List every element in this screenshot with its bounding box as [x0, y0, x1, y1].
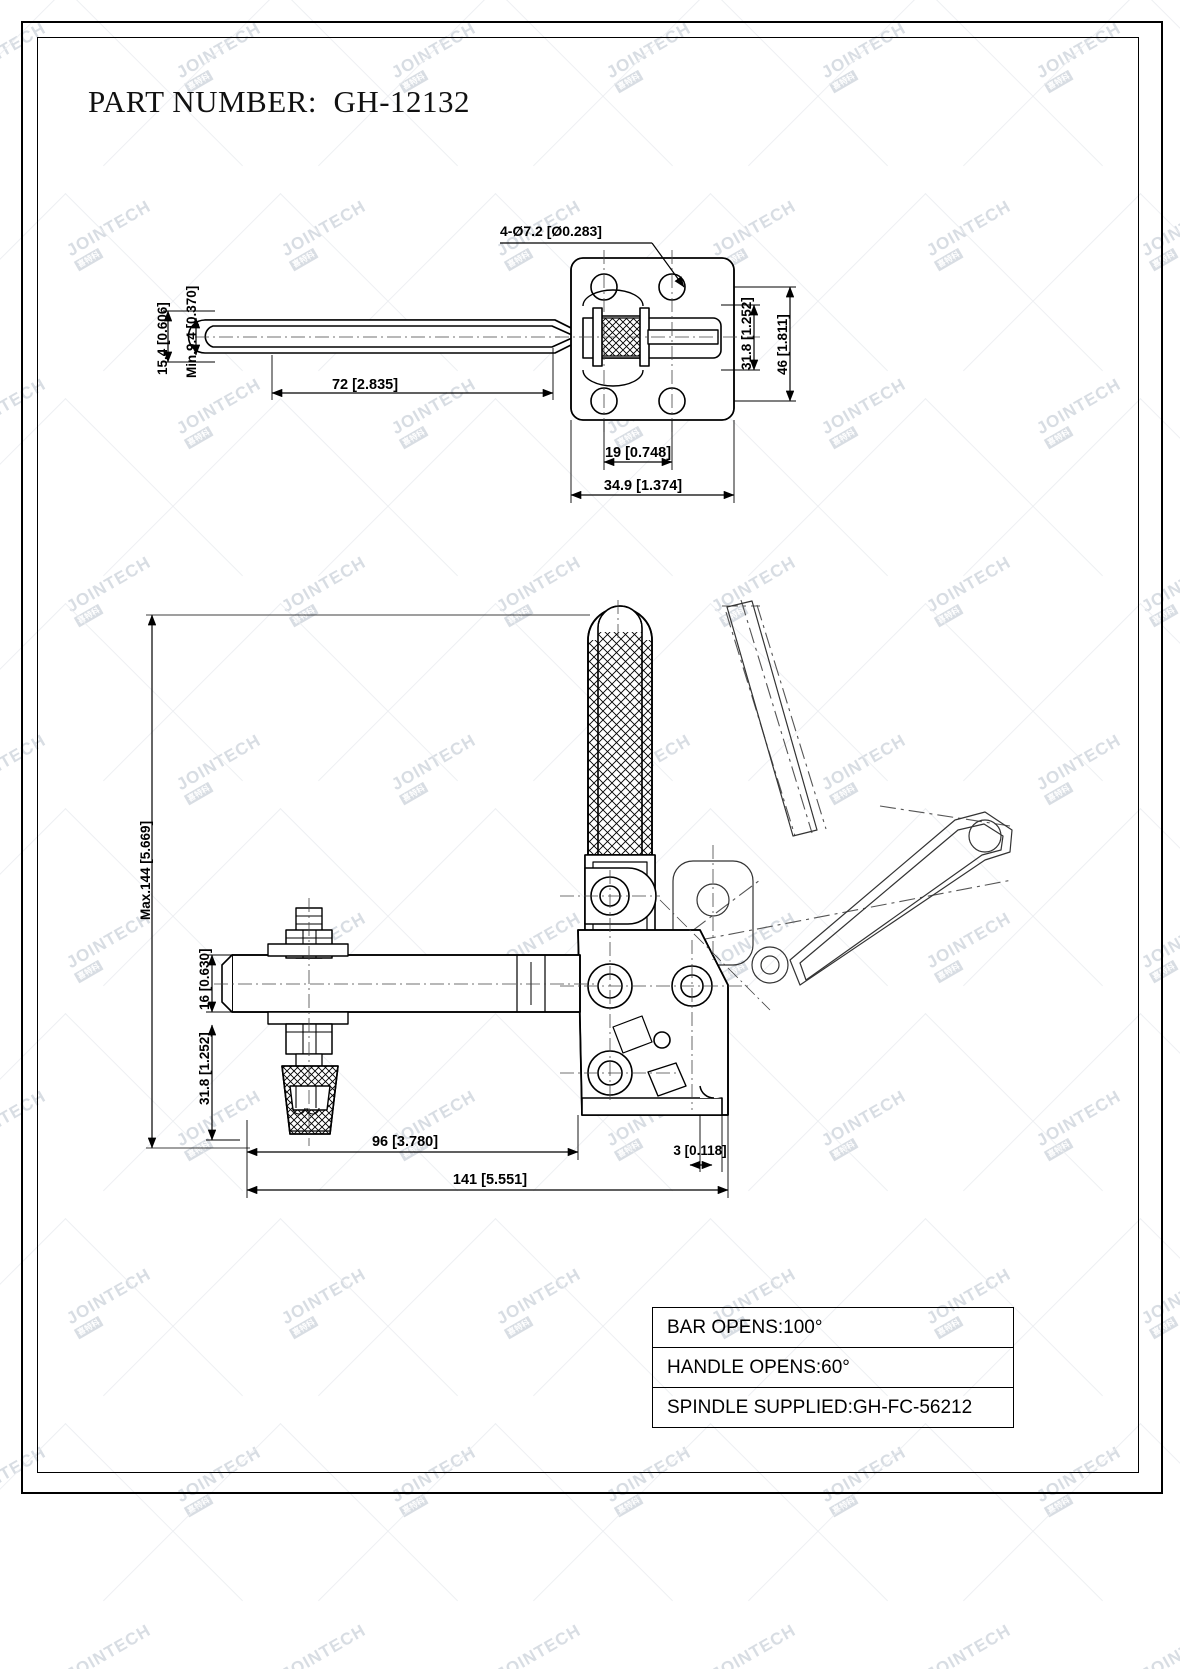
- side-view-dimensions: [146, 614, 729, 1198]
- dim-inner-height: 31.8 [1.252]: [739, 297, 754, 370]
- dim-bar-height: 16 [0.630]: [197, 948, 212, 1010]
- dim-handle-height: 15.4 [0.606]: [155, 302, 170, 375]
- top-view-geometry: [187, 250, 760, 432]
- page-title: PART NUMBER: GH-12132: [88, 84, 471, 119]
- dim-overall-length: 141 [5.551]: [453, 1172, 527, 1188]
- dim-hole-callout: 4-Ø7.2 [Ø0.283]: [500, 223, 602, 239]
- dim-base-width: 34.9 [1.374]: [604, 478, 682, 494]
- sheet-border-outer: [21, 21, 1163, 1494]
- dim-plate-thickness: 3 [0.118]: [673, 1143, 726, 1158]
- top-view-dimensions: [163, 242, 796, 503]
- side-view-geometry: [214, 599, 1013, 1146]
- dim-outer-height: 46 [1.811]: [775, 314, 790, 375]
- note-handle-opens: HANDLE OPENS:60°: [653, 1348, 1013, 1388]
- dim-handle-length: 72 [2.835]: [332, 377, 398, 393]
- dim-max-height: Max.144 [5.669]: [138, 821, 153, 920]
- dim-bar-reach: 96 [3.780]: [372, 1134, 438, 1150]
- note-spindle-supplied: SPINDLE SUPPLIED:GH-FC-56212: [667, 1397, 973, 1418]
- dim-handle-min: Min.9.4 [0.370]: [184, 286, 199, 378]
- note-bar-opens: BAR OPENS:100°: [653, 1308, 1013, 1348]
- notes-table: BAR OPENS:100° HANDLE OPENS:60° SPINDLE …: [652, 1307, 1014, 1428]
- sheet-border-inner: [37, 37, 1139, 1473]
- dim-hole-spacing: 19 [0.748]: [605, 445, 671, 461]
- dim-base-to-bar: 31.8 [1.252]: [197, 1032, 212, 1105]
